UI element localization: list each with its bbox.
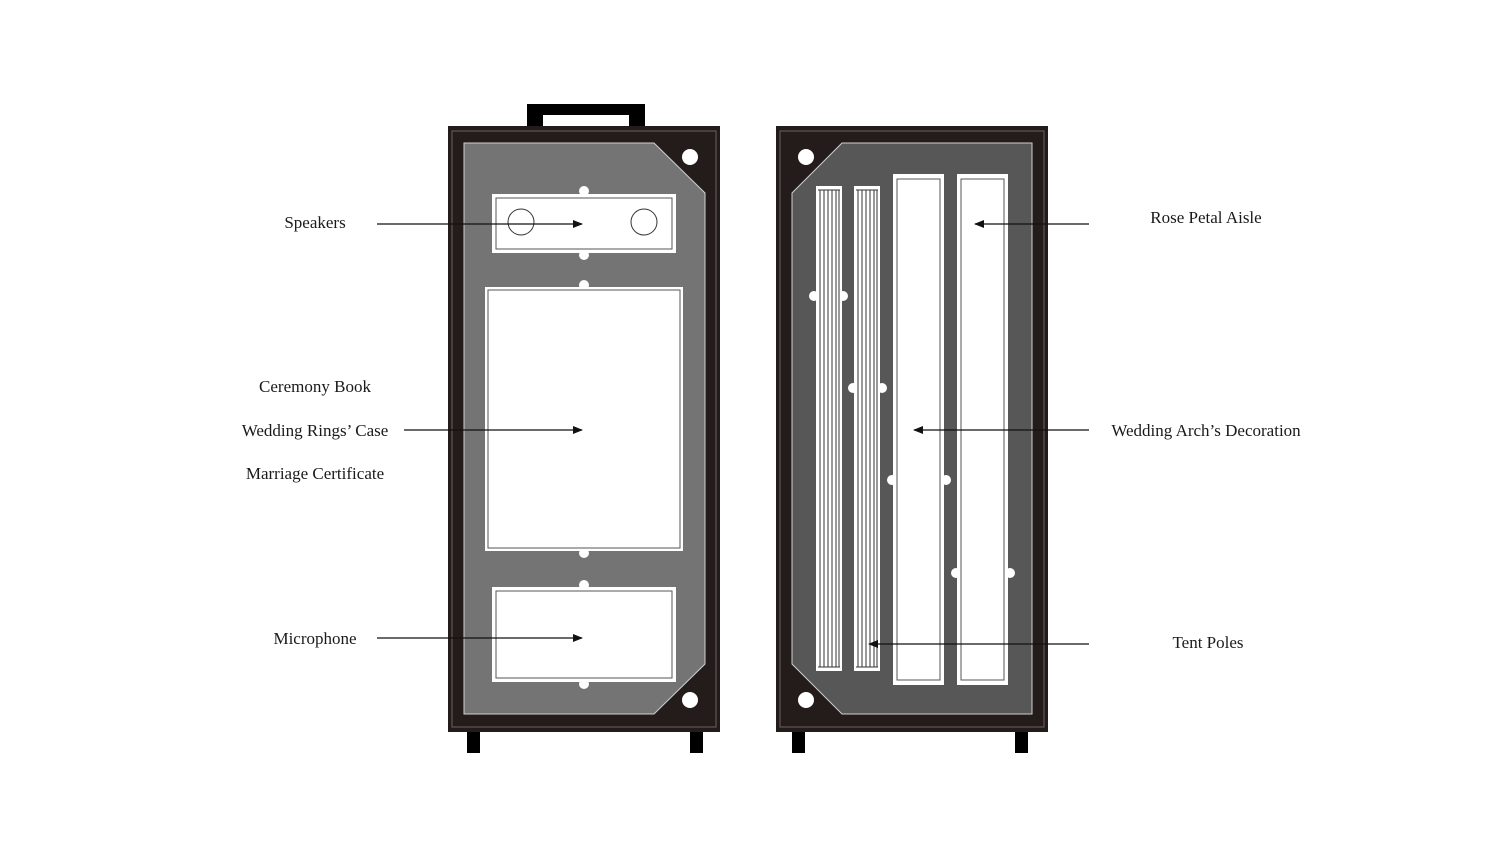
microphone-compartment[interactable] [492,580,676,689]
microphone-label: Microphone [273,629,356,648]
wedding-rings-case-label: Wedding Rings’ Case [242,421,389,440]
ceremony-book-label: Ceremony Book [259,377,371,396]
tent-poles-compartment[interactable] [809,186,887,671]
callout-arrows [377,220,1089,648]
screw-icon [798,692,814,708]
labels: Speakers Ceremony Book Wedding Rings’ Ca… [242,208,1301,652]
case-leg [690,730,703,753]
screw-icon [798,149,814,165]
left-case [448,104,720,753]
tent-poles-label: Tent Poles [1172,633,1243,652]
screw-icon [682,692,698,708]
marriage-certificate-label: Marriage Certificate [246,464,384,483]
speaker-cone-icon [630,208,658,236]
ceremony-items-compartment[interactable] [485,280,683,558]
case-leg [1015,730,1028,753]
case-leg [467,730,480,753]
case-leg [792,730,805,753]
speakers-label: Speakers [284,213,345,232]
speaker-cone-icon [507,208,535,236]
screw-icon [682,149,698,165]
rose-petal-aisle-label: Rose Petal Aisle [1150,208,1261,227]
wedding-arch-decoration-label: Wedding Arch’s Decoration [1111,421,1301,440]
speakers-compartment[interactable] [492,186,676,260]
right-case [776,126,1048,753]
